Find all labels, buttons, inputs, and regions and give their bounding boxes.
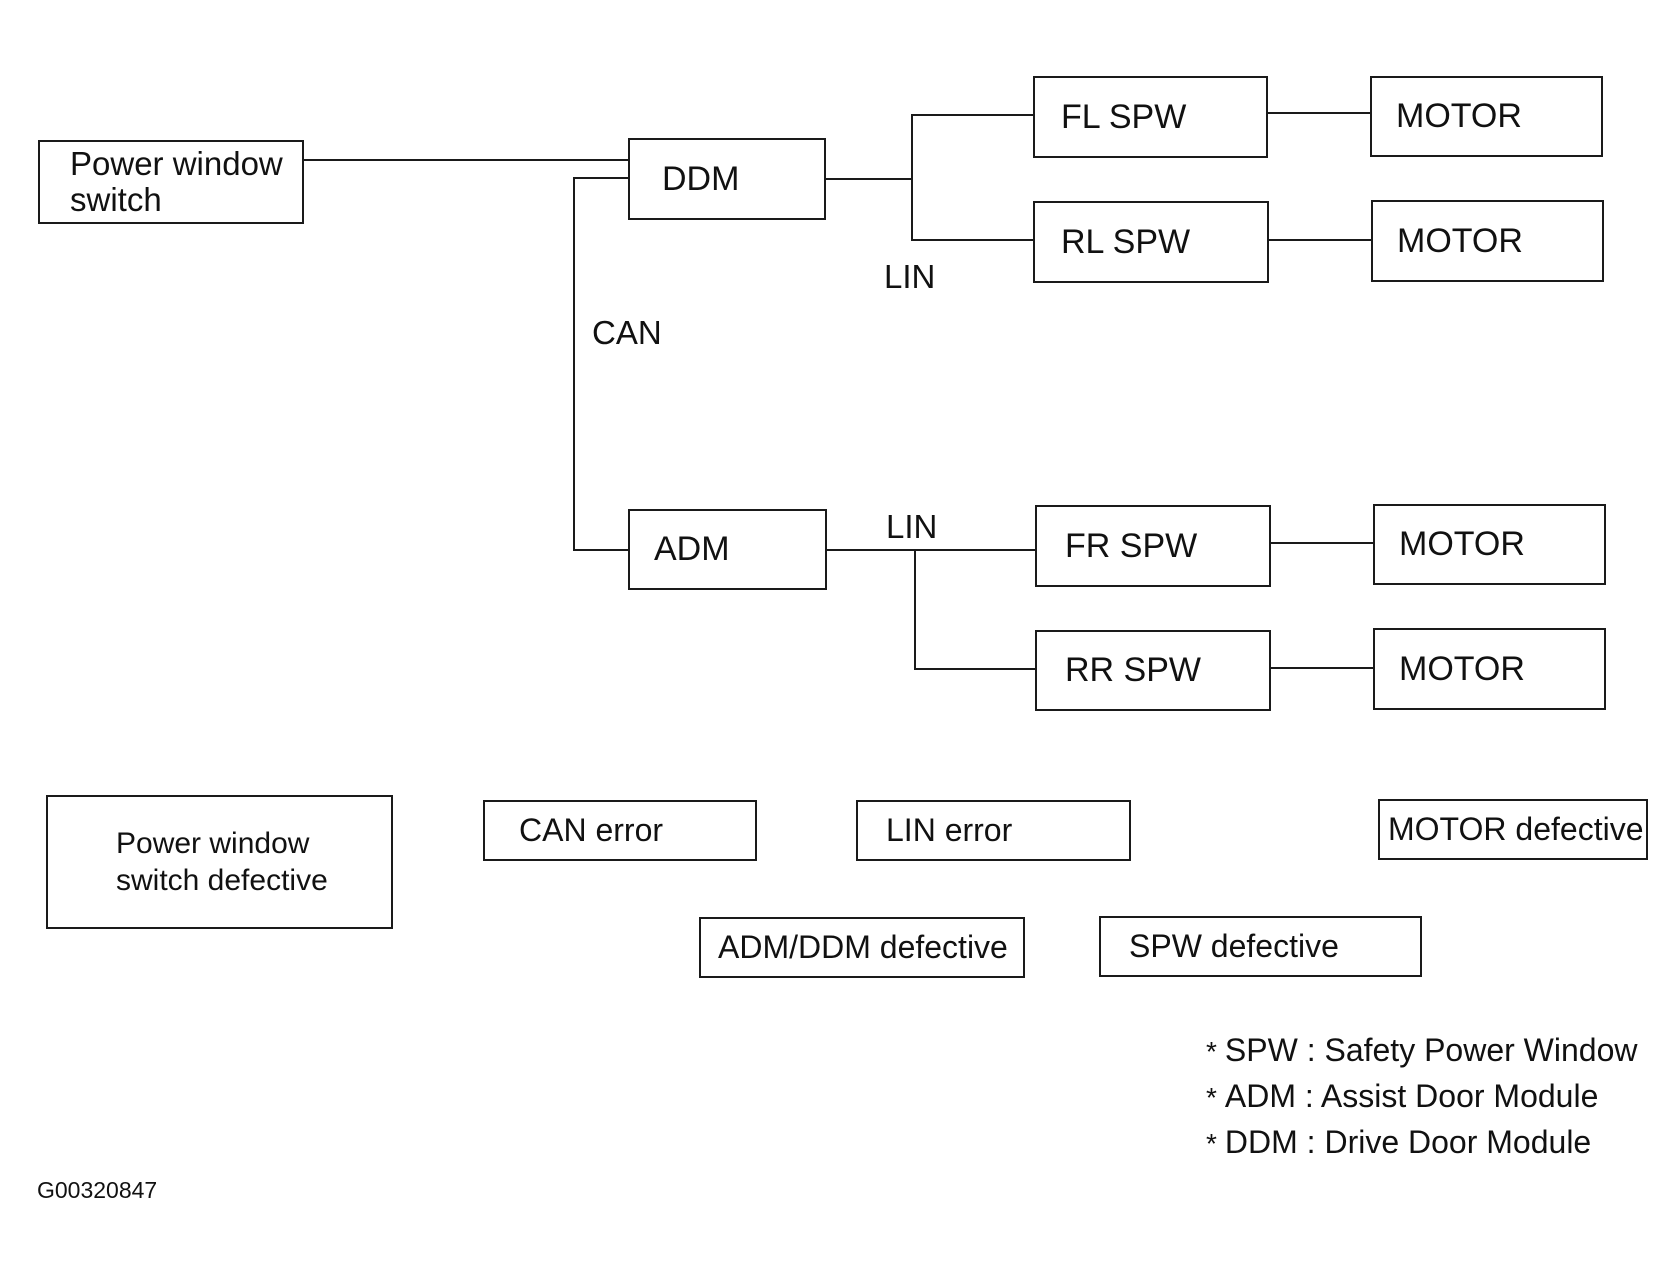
adm-box: ADM	[628, 509, 827, 590]
lin-upper-label: LIN	[884, 258, 936, 295]
lin-error-label: LIN error	[886, 812, 1013, 848]
motor-fr-label: MOTOR	[1399, 525, 1525, 563]
adm-ddm-defective-label: ADM/DDM defective	[718, 929, 1008, 965]
legend-star: *	[1206, 1082, 1217, 1113]
motor-rr-box: MOTOR	[1373, 628, 1606, 710]
rl-spw-box: RL SPW	[1033, 201, 1269, 283]
fl-spw-label: FL SPW	[1061, 97, 1187, 136]
legend-star: *	[1206, 1036, 1217, 1067]
motor-fl-box: MOTOR	[1370, 76, 1603, 157]
legend-item-spw: *SPW : Safety Power Window	[1206, 1032, 1637, 1069]
can-bus-label: CAN	[592, 314, 662, 351]
wire-lin-fl	[911, 114, 1033, 179]
wire-lin-rl	[911, 179, 1033, 241]
figure-id: G00320847	[37, 1177, 158, 1203]
adm-label: ADM	[654, 530, 730, 568]
motor-rr-label: MOTOR	[1399, 649, 1525, 688]
spw-defective-box: SPW defective	[1099, 916, 1422, 977]
motor-defective-box: MOTOR defective	[1378, 799, 1648, 860]
legend-star: *	[1206, 1128, 1217, 1159]
legend-item-adm: *ADM : Assist Door Module	[1206, 1078, 1598, 1115]
can-error-label: CAN error	[519, 812, 664, 848]
can-error-box: CAN error	[483, 800, 757, 861]
fr-spw-label: FR SPW	[1065, 526, 1198, 565]
ddm-box: DDM	[628, 138, 826, 220]
legend-text: DDM : Drive Door Module	[1224, 1124, 1592, 1160]
switch-defective-label: Power window switch defective	[116, 827, 328, 897]
motor-fr-box: MOTOR	[1373, 504, 1606, 585]
rl-spw-label: RL SPW	[1061, 222, 1191, 261]
fr-spw-box: FR SPW	[1035, 505, 1271, 587]
lin-error-box: LIN error	[856, 800, 1131, 861]
fl-spw-box: FL SPW	[1033, 76, 1268, 158]
legend-text: ADM : Assist Door Module	[1224, 1078, 1599, 1114]
power-window-switch-label: Power window switch	[70, 145, 283, 218]
switch-defective-box: Power window switch defective	[46, 795, 393, 929]
rr-spw-label: RR SPW	[1065, 651, 1201, 689]
motor-fl-label: MOTOR	[1396, 97, 1522, 135]
wire-can-bus	[573, 177, 628, 551]
motor-rl-box: MOTOR	[1371, 200, 1604, 282]
lin-lower-label: LIN	[886, 508, 938, 545]
legend-text: SPW : Safety Power Window	[1224, 1032, 1638, 1068]
rr-spw-box: RR SPW	[1035, 630, 1271, 711]
legend-item-ddm: *DDM : Drive Door Module	[1206, 1124, 1591, 1161]
wire-lin-rr	[914, 550, 1035, 670]
motor-defective-label: MOTOR defective	[1388, 811, 1644, 847]
motor-rl-label: MOTOR	[1397, 221, 1523, 260]
ddm-label: DDM	[662, 159, 740, 198]
adm-ddm-defective-box: ADM/DDM defective	[699, 917, 1025, 978]
spw-defective-label: SPW defective	[1129, 928, 1339, 964]
power-window-switch-box: Power window switch	[38, 140, 304, 224]
